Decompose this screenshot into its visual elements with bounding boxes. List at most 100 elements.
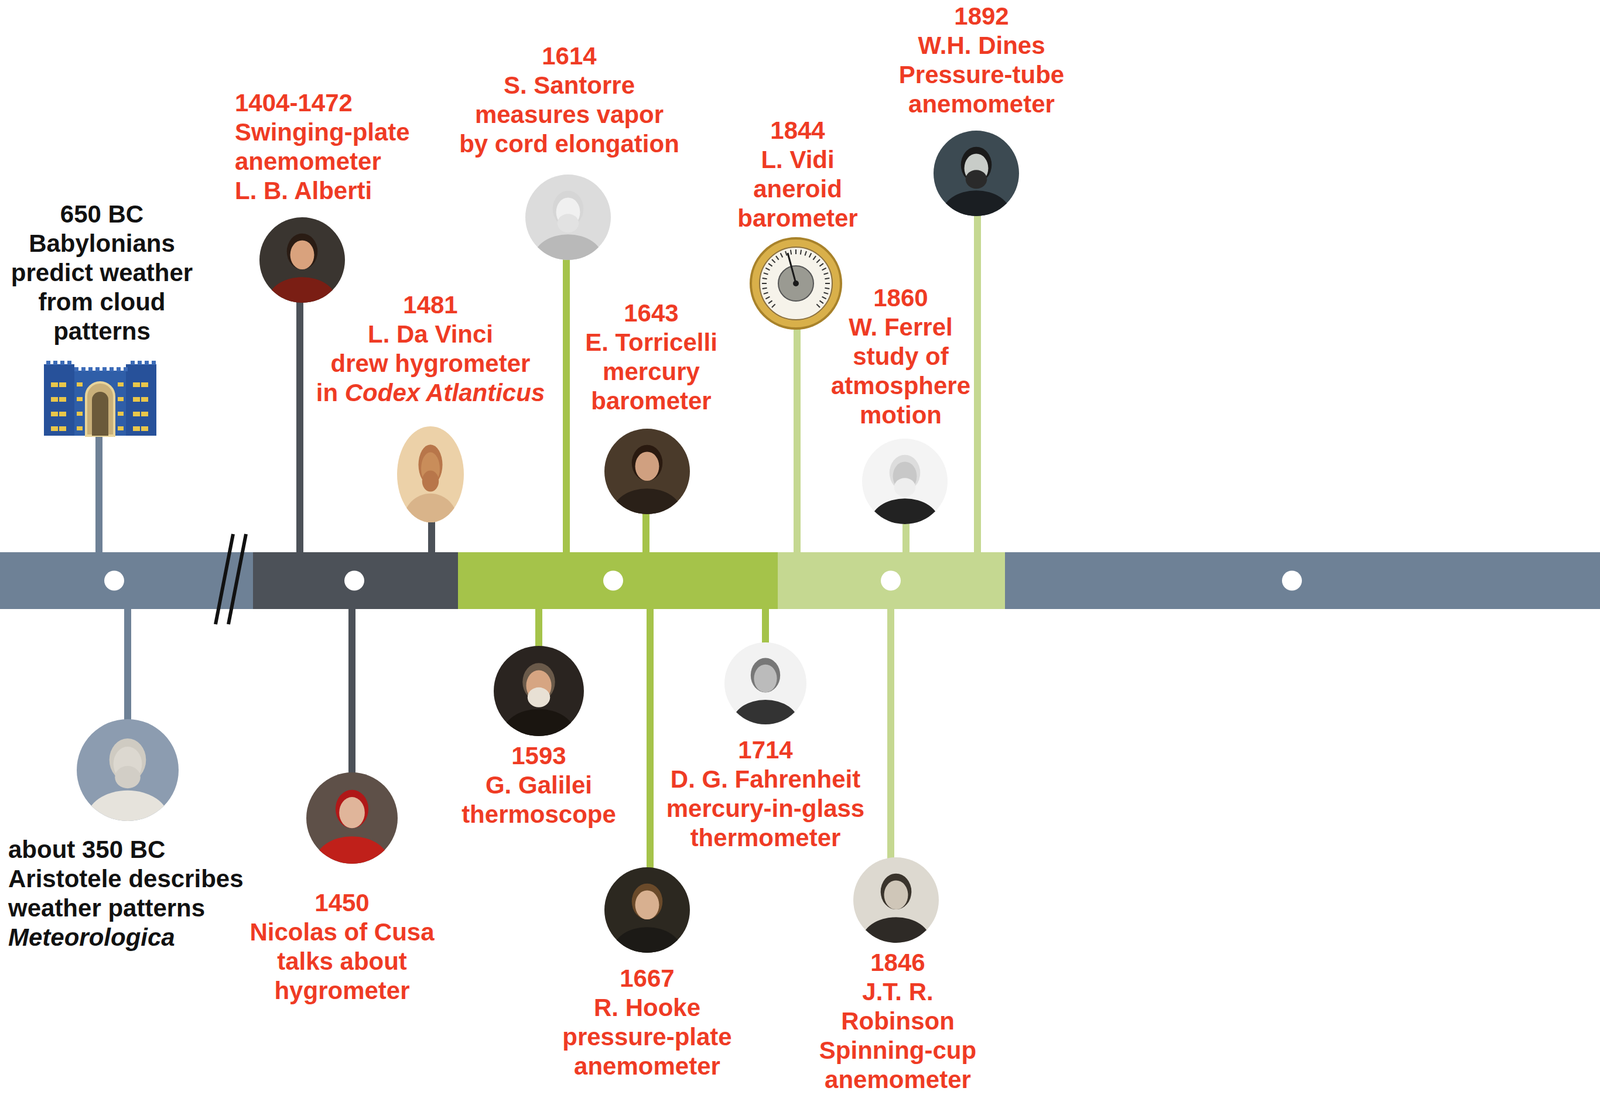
gate-crenel (95, 367, 100, 372)
label-word: study (852, 342, 926, 371)
gate-animal (50, 411, 58, 417)
label-word: S. (503, 71, 534, 99)
leader-stem (428, 518, 436, 553)
label-word: Alberti (293, 176, 372, 205)
portrait-hair (631, 445, 663, 481)
label-line: Swinging-plate (234, 117, 410, 147)
label-line: predict weather (11, 258, 193, 288)
label-word: L. (234, 176, 264, 205)
portrait-beard (527, 687, 551, 708)
dial-tick (824, 292, 829, 294)
label-line: in Codex Atlanticus (316, 378, 546, 408)
label-line: L. Da Vinci (316, 319, 546, 350)
label-line: motion (831, 400, 971, 430)
gate-animal (117, 426, 124, 431)
event-label: 1593 G. Galilei thermoscope (461, 741, 617, 830)
label-line: mercury-in-glass (666, 794, 865, 824)
label-line: study of (831, 342, 971, 372)
label-word: by (459, 130, 495, 158)
label-word: weather (8, 894, 108, 922)
gate-animal (59, 397, 67, 402)
label-word: G. (485, 771, 519, 799)
portrait-body (315, 836, 389, 887)
dial-tick (765, 268, 770, 271)
label-word: B. (263, 176, 294, 205)
gate-crenel (60, 360, 65, 365)
label-line: from cloud (11, 287, 193, 317)
era-segment (777, 552, 1005, 610)
gate-animal (132, 382, 140, 388)
stems (95, 213, 981, 870)
label-line: 1481 (316, 290, 546, 320)
dial-tick (800, 250, 802, 255)
portrait-body (268, 277, 337, 324)
gate-animal (117, 382, 124, 387)
label-word: Nicolas (249, 918, 344, 946)
era-dot (1281, 571, 1302, 591)
label-line: Nicolas of Cusa (249, 917, 434, 947)
label-word: G. (701, 765, 735, 793)
portrait-hair (750, 658, 781, 693)
gate-animal (50, 397, 58, 402)
gate-tower (43, 364, 75, 436)
barometer-rim (750, 238, 841, 329)
gate-animal (141, 411, 149, 417)
leader-stem (973, 213, 981, 553)
label-word: L. (760, 145, 790, 174)
label-word: R. (593, 993, 626, 1022)
label-line: S. Santorre (459, 70, 680, 101)
label-line: atmosphere (831, 371, 971, 401)
label-word: 1844 (770, 116, 825, 145)
dial-tick (824, 272, 829, 275)
portrait-picture (493, 645, 584, 760)
label-line: drew hygrometer (316, 349, 546, 379)
label-line: Robinson (819, 1006, 977, 1037)
label-word: measures (474, 100, 597, 129)
dial-tick (819, 300, 823, 304)
gate-animal (76, 411, 83, 416)
label-line: weather patterns (8, 893, 244, 923)
label-word: Hooke (625, 993, 701, 1022)
portrait-picture (853, 857, 939, 965)
label-word: drew (330, 349, 396, 378)
event-label: 1892 W.H. Dines Pressure-tube anemometer (898, 1, 1065, 119)
portrait-picture (724, 642, 807, 745)
label-line: Babylonians (11, 228, 193, 259)
era-segment (0, 552, 254, 610)
portrait-picture (525, 174, 611, 282)
gate-animal (132, 411, 140, 417)
era-dot (603, 571, 624, 591)
label-word: Vinci (434, 320, 494, 348)
leader-stem (642, 512, 650, 553)
label-word: BC (130, 835, 166, 864)
dial-tick (780, 253, 784, 258)
leader-stem (296, 301, 304, 553)
label-line: Aristotele describes (8, 864, 244, 894)
label-word: Vidi (789, 145, 834, 174)
dial-tick (765, 296, 770, 300)
label-word: Spinning-cup (819, 1036, 977, 1065)
portrait-body (534, 234, 603, 282)
gate-animal (132, 397, 140, 402)
label-line: L. Vidi (737, 145, 858, 175)
portrait-head (339, 797, 365, 829)
label-word: Codex (344, 378, 426, 407)
leader-stem (535, 609, 543, 648)
portrait-picture (604, 428, 690, 536)
event-label: 1643 E. Torricelli mercury barometer (585, 298, 718, 416)
gate-animal (50, 426, 58, 432)
label-line: talks about (249, 946, 434, 977)
portrait-beard (114, 766, 141, 789)
portrait-head (884, 880, 909, 910)
gate-crenel (109, 367, 114, 372)
gate-crenel (144, 360, 149, 365)
label-word: atmosphere (831, 371, 971, 400)
label-line: R. Hooke (562, 993, 732, 1023)
gate-animal (50, 382, 58, 388)
label-line: 1860 (831, 283, 971, 313)
portrait-head (753, 664, 777, 693)
gate-animal (59, 382, 67, 388)
label-word: E. (585, 328, 615, 357)
leader-stem (761, 609, 769, 645)
